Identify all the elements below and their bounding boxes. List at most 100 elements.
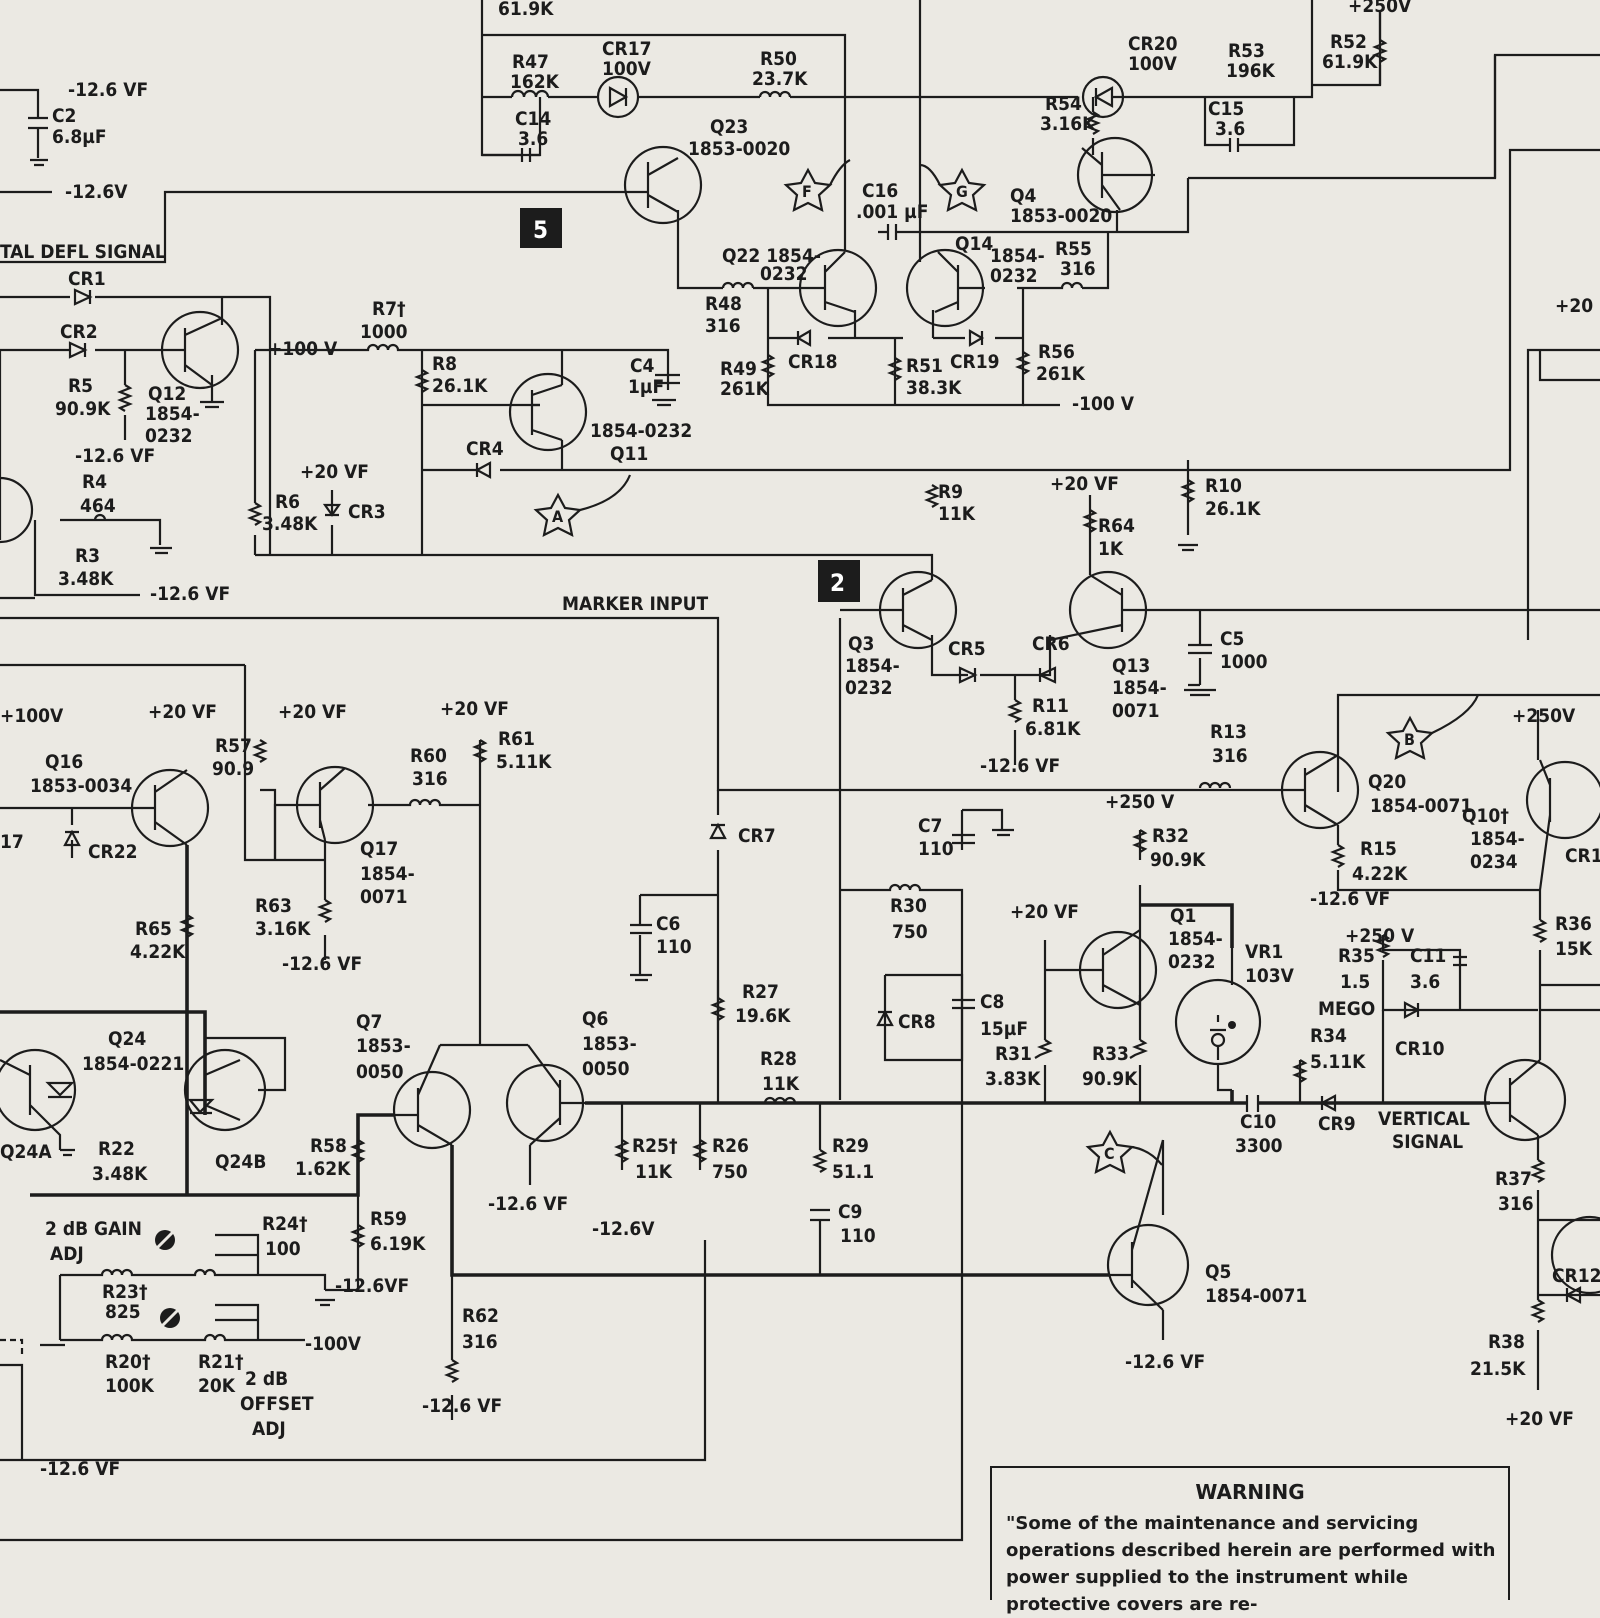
label-q22p: 0232: [760, 263, 808, 285]
label-r3: R3: [75, 545, 100, 567]
label-r36: R36: [1555, 913, 1592, 935]
label-q24a: Q24A: [0, 1141, 52, 1163]
section-box-5: 5: [520, 208, 562, 248]
label-r34v: 5.11K: [1310, 1051, 1366, 1073]
label-r10: R10: [1205, 475, 1242, 497]
label-c7: C7: [918, 815, 942, 837]
label-r56v: 261K: [1036, 363, 1086, 385]
label-r30v: 750: [892, 921, 928, 943]
label-r30: R30: [890, 895, 927, 917]
label-r23: R23†: [102, 1281, 148, 1303]
label-c16v: .001 µF: [856, 201, 928, 223]
label-v126j: -12.6VF: [335, 1275, 409, 1297]
label-p250c: +250 V: [1105, 791, 1175, 813]
label-r22v: 3.48K: [92, 1163, 148, 1185]
label-r33v: 90.9K: [1082, 1068, 1138, 1090]
transistor-q20: [1280, 750, 1360, 830]
section-box-2: 2: [818, 560, 860, 602]
transistor-q6: [505, 1044, 585, 1146]
label-cr10: CR10: [1395, 1038, 1445, 1060]
label-cr7: CR7: [738, 825, 776, 847]
label-r7v: 1000: [360, 321, 408, 343]
section-number-5: 5: [533, 216, 548, 244]
label-r6v: 3.48K: [262, 513, 318, 535]
label-r52v: 61.9K: [1322, 51, 1378, 73]
transistor-q4: [1076, 136, 1155, 214]
label-q24: Q24: [108, 1028, 146, 1050]
label-r7: R7†: [372, 298, 406, 320]
transistor-q14: [905, 248, 985, 328]
star-label-b: B: [1404, 730, 1415, 749]
label-c7v: 110: [918, 838, 954, 860]
label-q11: Q11: [610, 443, 648, 465]
label-r64v: 1K: [1098, 538, 1124, 560]
label-r32: R32: [1152, 825, 1189, 847]
diodes: [63, 75, 1582, 1304]
label-c16: C16: [862, 180, 898, 202]
label-r25v: 11K: [635, 1161, 673, 1183]
label-r15v: 4.22K: [1352, 863, 1408, 885]
transistor-q24: [0, 1048, 267, 1150]
transistor-q10: [1525, 759, 1600, 891]
transistor-q16: [125, 768, 210, 848]
top-wires: [0, 0, 1600, 407]
label-gain2: ADJ: [50, 1243, 84, 1265]
star-label-f: F: [802, 182, 812, 201]
label-r27v: 19.6K: [735, 1005, 791, 1027]
label-q14p2: 0232: [990, 265, 1038, 287]
label-r20v: 100K: [105, 1375, 155, 1397]
vr1-tube: [1174, 948, 1262, 1092]
label-r21: R21†: [198, 1351, 244, 1373]
transistor-q1: [1078, 929, 1158, 1010]
label-r61v: 5.11K: [496, 751, 552, 773]
label-q4: Q4: [1010, 185, 1037, 207]
label-r13: R13: [1210, 721, 1247, 743]
label-cr20: CR20: [1128, 33, 1178, 55]
label-v126f: -12.6 VF: [1310, 888, 1390, 910]
label-cr9: CR9: [1318, 1113, 1356, 1135]
label-p20d: +20 VF: [278, 701, 347, 723]
label-r54: R54: [1045, 93, 1082, 115]
label-cr12: CR12: [1552, 1265, 1600, 1287]
label-r54v: 3.16K: [1040, 113, 1096, 135]
label-r49: R49: [720, 358, 757, 380]
label-p20c: +20 VF: [148, 701, 217, 723]
label-c6: C6: [656, 913, 680, 935]
label-r9: R9: [938, 481, 963, 503]
label-c15: C15: [1208, 98, 1244, 120]
label-r24v: 100: [265, 1238, 301, 1260]
label-r15: R15: [1360, 838, 1397, 860]
label-r28: R28: [760, 1048, 797, 1070]
label-cr19: CR19: [950, 351, 1000, 373]
label-q22: Q22 1854-: [722, 245, 821, 267]
label-marker: MARKER INPUT: [562, 593, 709, 615]
label-r8v: 26.1K: [432, 375, 488, 397]
label-r38: R38: [1488, 1331, 1525, 1353]
label-c9: C9: [838, 1201, 862, 1223]
label-q23p: 1853-0020: [688, 138, 790, 160]
label-q16: Q16: [45, 751, 83, 773]
label-q6p2: 0050: [582, 1058, 630, 1080]
lower-right-wires: [0, 710, 1600, 1542]
transistor-q22: [798, 248, 878, 328]
label-v126m: -12.6 VF: [40, 1458, 120, 1480]
label-q7: Q7: [356, 1011, 382, 1033]
label-r62v: 316: [462, 1331, 498, 1353]
label-q3p1: 1854-: [845, 655, 900, 677]
transistor-q7: [392, 1044, 472, 1150]
label-c6v: 110: [656, 936, 692, 958]
label-c11v: 3.6: [1410, 971, 1440, 993]
label-p250d: +250 V: [1345, 925, 1415, 947]
label-p20g: +20 VF: [1505, 1408, 1574, 1430]
label-q20p: 1854-0071: [1370, 795, 1472, 817]
label-v126h: -12.6 VF: [488, 1193, 568, 1215]
label-cr17: CR17: [602, 38, 652, 60]
label-q10p2: 0234: [1470, 851, 1518, 873]
caps-grounds: [30, 158, 1216, 1307]
label-cr20v: 100V: [1128, 53, 1178, 75]
transistor-q3: [840, 570, 958, 650]
label-mego: MEGO: [1318, 998, 1375, 1020]
label-r13v: 316: [1212, 745, 1248, 767]
label-r5: R5: [68, 375, 93, 397]
label-off1: 2 dB: [245, 1368, 288, 1390]
